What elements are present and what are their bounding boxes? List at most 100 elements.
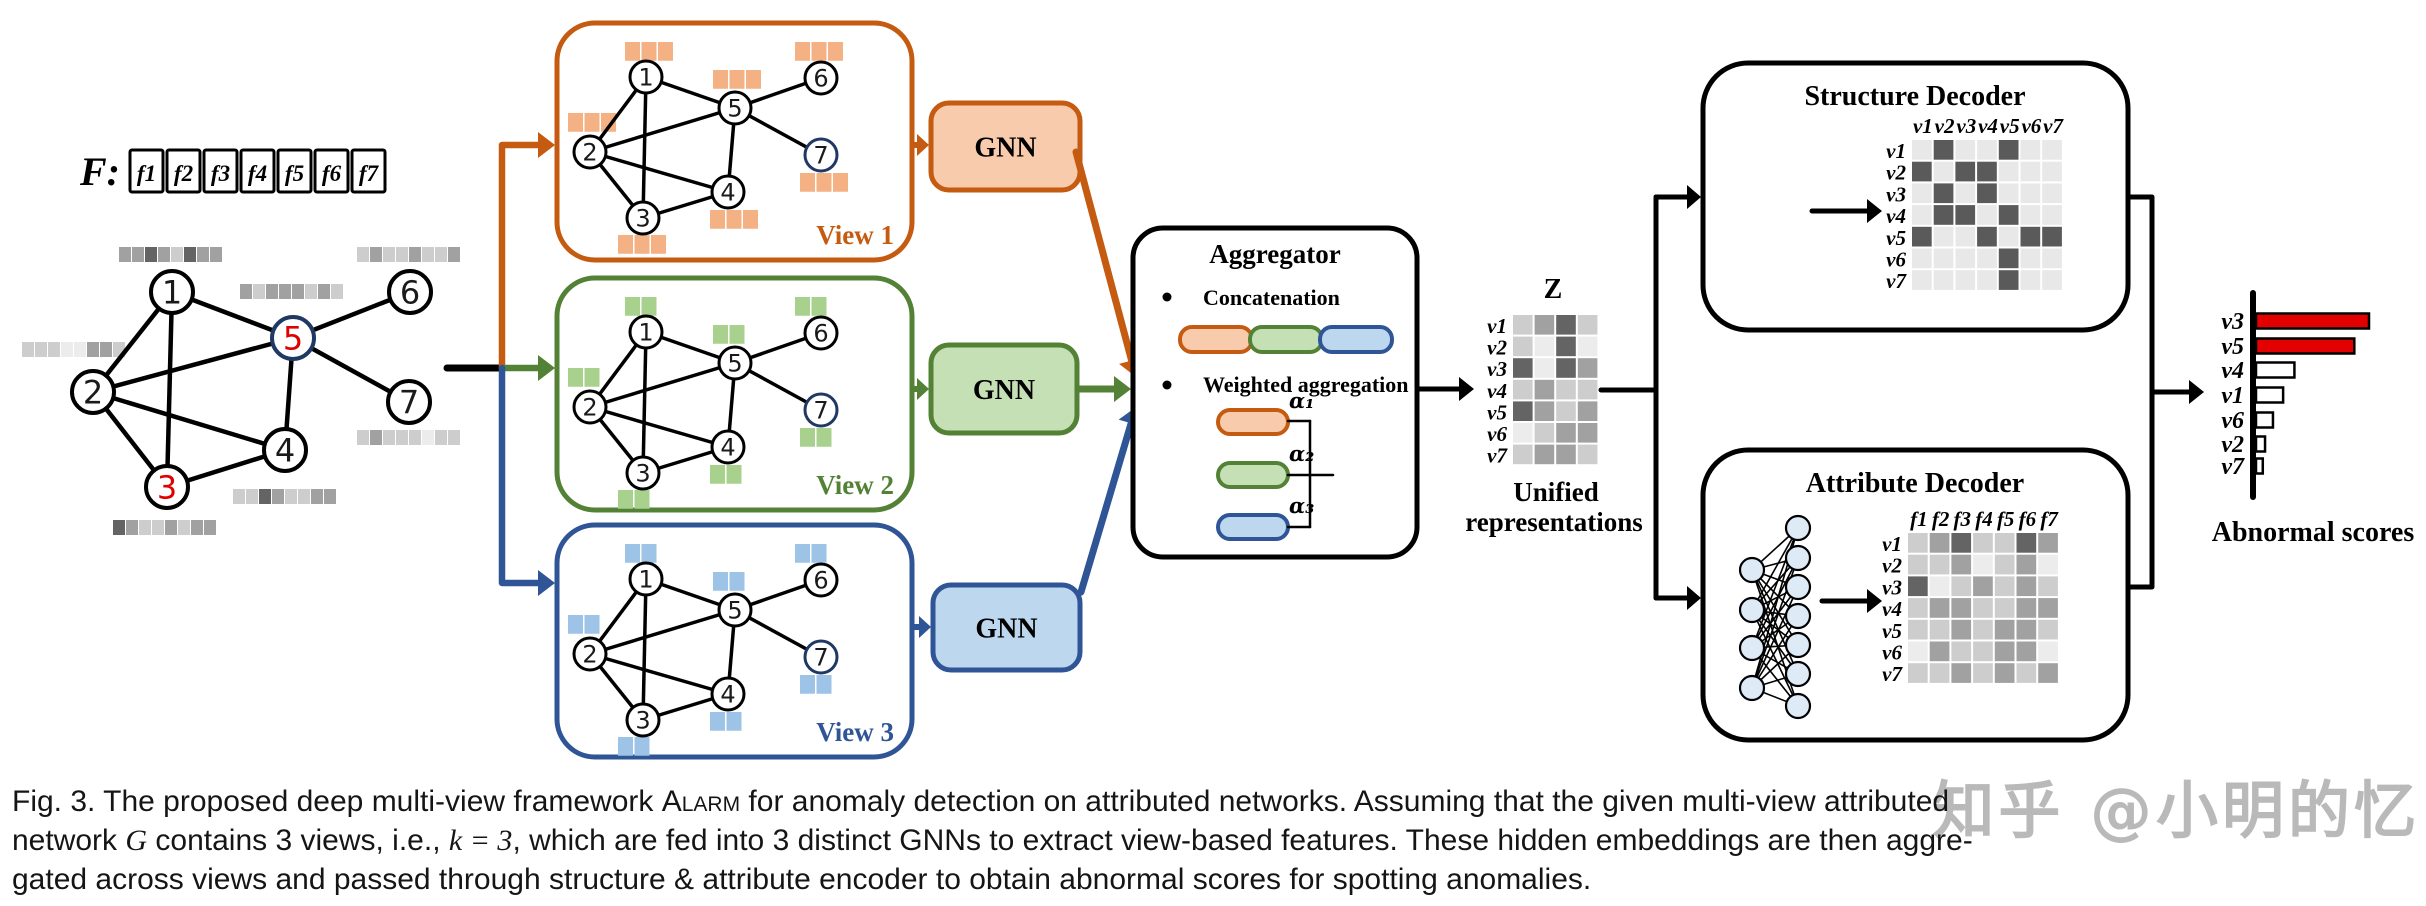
graph-node-label: 5 (727, 95, 742, 123)
feature-strip-cell (828, 42, 843, 61)
feature-strip-cell (618, 490, 633, 509)
gnn-box-1: GNN (928, 100, 1083, 193)
matrix-cell (1977, 205, 1997, 225)
feature-strip-cell (87, 342, 99, 357)
feature-strip-cell (658, 42, 673, 61)
feature-strip-cell (311, 489, 323, 504)
matrix-cell (2038, 619, 2058, 640)
matrix-cell (1955, 226, 1976, 247)
view3-arrow-head (538, 570, 555, 596)
matrix-cell (2042, 248, 2062, 269)
matrix-cell (2038, 576, 2058, 597)
connector-line (1077, 419, 1135, 596)
matrix-cell (1513, 444, 1533, 465)
feature-strip-cell (197, 247, 209, 262)
matrix-cell (2038, 598, 2058, 618)
gnn-box-2: GNN (928, 342, 1080, 436)
feature-box-label: f6 (322, 161, 342, 186)
matrix-cell (1998, 140, 2019, 160)
feature-strip-cell (729, 572, 745, 591)
matrix-cell (1929, 533, 1950, 553)
matrix-cell (1912, 205, 1932, 225)
matrix-cell (1929, 619, 1950, 640)
feature-strip-cell (816, 173, 832, 192)
feature-box (350, 148, 387, 194)
graph-node-5 (717, 90, 753, 126)
graph-node-4 (262, 427, 308, 473)
z-row-label: v7 (1487, 444, 1508, 468)
attribute-row-label: v2 (1882, 554, 1902, 578)
matrix-cell (1908, 554, 1928, 575)
matrix-cell (2042, 270, 2062, 290)
matrix-cell (1577, 423, 1598, 443)
adjacency-row-label: v5 (1886, 226, 1906, 250)
matrix-cell (1912, 226, 1932, 247)
feature-strip-cell (710, 712, 725, 731)
z-row-label: v3 (1487, 357, 1507, 381)
aggregator-item-concatenation: Concatenation (1203, 285, 1340, 310)
nn-neuron (1784, 573, 1812, 601)
attribute-col-label: f2 (1932, 507, 1950, 531)
structure-decoder-title: Structure Decoder (1804, 81, 2025, 112)
matrix-cell (2020, 205, 2041, 225)
feature-strip-cell (641, 297, 657, 316)
matrix-cell (1955, 183, 1976, 204)
feature-strip-cell (324, 489, 336, 504)
abnormal-scores-title: Abnormal scores (2212, 517, 2415, 548)
feature-strip-cell (816, 428, 832, 447)
feature-strip-cell (625, 544, 640, 563)
feature-strip-cell (641, 42, 657, 61)
decoders-to-scores-connector (2125, 194, 2204, 590)
matrix-cell (2020, 140, 2041, 160)
feature-strip-cell (126, 520, 138, 535)
view2-arrow-head (538, 355, 555, 381)
graph-node-1 (628, 561, 664, 597)
nn-neuron (1738, 634, 1766, 662)
feature-strip-cell (746, 70, 761, 89)
graph-node-7 (803, 639, 839, 675)
nn-edge (1751, 557, 1799, 649)
adjacency-row-label: v2 (1886, 161, 1906, 185)
matrix-cell (1577, 358, 1598, 378)
feature-strip-cell (743, 210, 758, 229)
feature-strip-cell (795, 42, 810, 61)
matrix-cell (2016, 576, 2037, 597)
matrix-cell (1973, 598, 1993, 618)
graph-node-4 (710, 676, 746, 712)
graph-node-3 (625, 455, 661, 491)
matrix-cell (1994, 554, 2015, 575)
feature-strip-cell (233, 489, 245, 504)
feature-strip-cell (357, 430, 369, 445)
feature-strip-cell (246, 489, 258, 504)
graph-edge (589, 652, 729, 696)
feature-strip-cell (795, 297, 810, 316)
arrow-head (1459, 377, 1474, 401)
nn-neuron (1738, 674, 1766, 702)
graph-node-label: 3 (635, 205, 650, 233)
connector-line (498, 141, 542, 372)
matrix-cell (1577, 444, 1598, 465)
feature-box-label: f4 (248, 161, 267, 186)
feature-strip-cell (279, 284, 291, 299)
matrix-cell (1513, 336, 1533, 357)
feature-strip-cell (113, 520, 125, 535)
matrix-cell (1973, 576, 1993, 597)
unified-caption-1: Unified (1513, 477, 1599, 507)
feature-strip-cell (641, 544, 657, 563)
caption-text: , which are fed into 3 distinct GNNs to … (512, 824, 1973, 857)
graph-node-label: 7 (813, 644, 828, 672)
feature-strip-cell (139, 520, 151, 535)
feature-strip-cell (240, 284, 252, 299)
matrix-cell (1929, 641, 1950, 662)
feature-strip-cell (22, 342, 34, 357)
connector-line (2125, 194, 2155, 590)
graph-edge (589, 608, 736, 656)
score-bar-v4 (2254, 361, 2296, 379)
feature-strip-cell (729, 325, 745, 344)
matrix-cell (2016, 598, 2037, 618)
attribute-col-label: f7 (2040, 507, 2059, 531)
feature-strip-cell (370, 247, 382, 262)
feature-strip-cell (272, 489, 284, 504)
arrow-head (1867, 199, 1882, 223)
